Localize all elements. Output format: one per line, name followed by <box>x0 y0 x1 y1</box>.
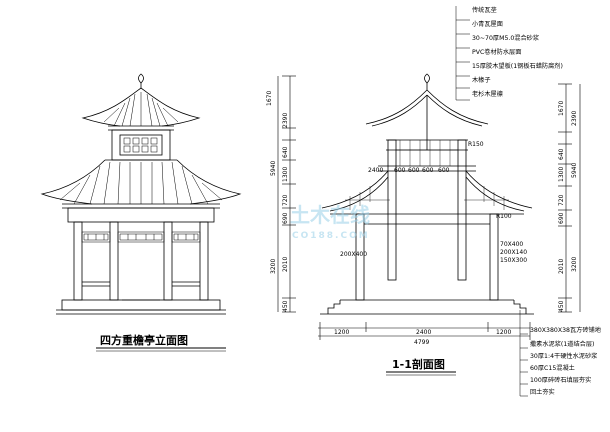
roof-note: 木椽子 <box>472 76 491 84</box>
dim-label: 1670 <box>266 91 273 106</box>
post-size-label: 200X400 <box>340 251 367 258</box>
section-member-labels: R150 R100 200X400 70X400 200X140 150X300 <box>340 141 527 264</box>
base-construction-notes: 380X380X38瓦方砖铺地 撒素水泥浆(1道结合层) 30厚1:4干硬性水泥… <box>530 326 601 396</box>
dim-label: 3200 <box>270 259 277 274</box>
dim-label: 600 <box>422 167 434 174</box>
dim-label: 2400 <box>416 329 431 336</box>
dim-label: 4799 <box>414 339 429 346</box>
elevation-dimension-chain <box>277 75 296 313</box>
dim-label: 2010 <box>282 257 289 272</box>
section-dim-labels: 1670 2390 640 5940 1300 720 690 3200 201… <box>558 101 578 312</box>
elevation-title: 四方重檐亭立面图 <box>100 333 188 347</box>
dim-label: 2400 <box>368 167 383 174</box>
beam-size-label: 200X140 <box>500 249 527 256</box>
roof-note: 15厚胶木望板(1钢板石蜡防腐剂) <box>472 62 563 70</box>
dim-label: 1200 <box>334 329 349 336</box>
base-note: 撒素水泥浆(1道结合层) <box>530 340 594 348</box>
roof-note: PVC卷材防水层面 <box>472 48 521 56</box>
beam-size-label: 150X300 <box>500 257 527 264</box>
elevation-dim-labels: 1670 2390 640 5940 1300 720 690 3200 201… <box>266 91 289 312</box>
radius-label: R100 <box>496 213 512 220</box>
dim-label: 690 <box>282 212 289 224</box>
roof-note: 小青瓦屋面 <box>472 20 503 28</box>
dim-label: 450 <box>558 300 565 312</box>
dim-label: 720 <box>282 194 289 206</box>
roof-note: 老杉木屋檩 <box>472 90 503 98</box>
dim-label: 5940 <box>571 163 578 178</box>
section-pavilion <box>320 73 534 315</box>
roof-construction-notes: 传统瓦垄 小青瓦屋面 30~70厚M5.0混合砂浆 PVC卷材防水层面 15厚胶… <box>472 6 563 98</box>
dim-label: 2010 <box>558 259 565 274</box>
section-dimension-chain <box>558 83 581 313</box>
dim-label: 1300 <box>558 167 565 182</box>
radius-label: R150 <box>468 141 484 148</box>
dim-label: 690 <box>558 212 565 224</box>
dim-label: 450 <box>282 300 289 312</box>
dim-label: 640 <box>558 148 565 160</box>
dim-label: 720 <box>558 194 565 206</box>
section-top-dim-labels: 2400 600 600 600 600 <box>368 167 450 174</box>
base-note: 380X380X38瓦方砖铺地 <box>530 326 601 334</box>
section-title: 1-1剖面图 <box>392 357 445 371</box>
section-bottom-dims <box>318 322 531 340</box>
section-bottom-dim-labels: 1200 2400 1200 4799 <box>334 329 511 346</box>
base-note-leaders <box>519 310 528 397</box>
dim-label: 1670 <box>558 101 565 116</box>
base-note: 60厚C15混凝土 <box>530 364 575 372</box>
base-note: 回土夯实 <box>530 388 555 396</box>
base-note: 100厚碎砖石填层夯实 <box>530 376 591 384</box>
roof-note-leaders <box>455 6 470 101</box>
elevation-pavilion <box>40 73 242 315</box>
roof-note: 传统瓦垄 <box>472 6 497 14</box>
dim-label: 2390 <box>571 111 578 126</box>
dim-label: 3200 <box>571 257 578 272</box>
dim-label: 600 <box>408 167 420 174</box>
dim-label: 1300 <box>282 167 289 182</box>
dim-label: 2390 <box>282 113 289 128</box>
roof-note: 30~70厚M5.0混合砂浆 <box>472 34 539 42</box>
beam-size-label: 70X400 <box>500 241 523 248</box>
dim-label: 600 <box>438 167 450 174</box>
dim-label: 640 <box>282 146 289 158</box>
watermark-main: 土木在线 <box>290 203 370 227</box>
dim-label: 5940 <box>270 161 277 176</box>
dim-label: 1200 <box>496 329 511 336</box>
base-note: 30厚1:4干硬性水泥砂浆 <box>530 352 597 360</box>
watermark-sub: CO188.COM <box>292 231 370 241</box>
dim-label: 600 <box>394 167 406 174</box>
